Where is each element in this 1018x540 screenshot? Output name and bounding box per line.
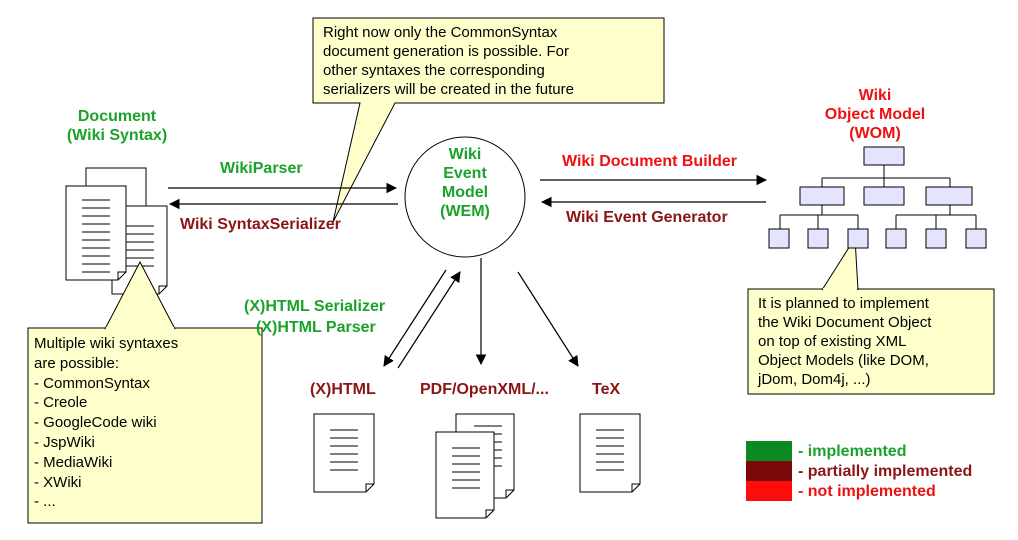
wiki-parser-label: WikiParser	[220, 160, 303, 177]
document-title-line1: Document	[77, 108, 157, 125]
document-title: Document (Wiki Syntax)	[52, 107, 182, 145]
legend-not-implemented-label: - not implemented	[798, 483, 936, 500]
legend-partially-swatch	[746, 461, 792, 481]
xhtml-serializer-label: (X)HTML Serializer	[244, 298, 386, 315]
callout-left-line: - Creole	[34, 394, 88, 412]
legend-partially-label: - partially implemented	[798, 463, 973, 480]
callout-right-line: the Wiki Document Object	[758, 314, 932, 331]
callout-top-text: Right now only the CommonSyntax document…	[323, 23, 574, 99]
wom-tree-icon	[768, 146, 987, 249]
wem-circle	[404, 136, 526, 258]
callout-right-line: jDom, Dom4j, ...)	[758, 371, 871, 388]
tex-document-icon	[579, 413, 641, 493]
wem-label-line4: (WEM)	[440, 203, 490, 220]
wom-title-line3: (WOM)	[849, 125, 901, 142]
event-generator-label: Wiki Event Generator	[566, 209, 728, 226]
callout-right-text: It is planned to implement the Wiki Docu…	[758, 294, 931, 389]
wem-label: Wiki Event Model (WEM)	[420, 145, 510, 221]
tex-arrow	[517, 271, 579, 367]
callout-top-line: document generation is possible. For	[323, 43, 569, 60]
callout-top-line: serializers will be created in the futur…	[323, 81, 574, 98]
legend-not-implemented-swatch	[746, 481, 792, 501]
xhtml-parser-label: (X)HTML Parser	[256, 319, 376, 336]
wem-label-line2: Event	[443, 165, 487, 182]
wem-label-line1: Wiki	[448, 146, 482, 163]
output-tex-label: TeX	[592, 381, 621, 398]
source-document-stack-icon	[65, 167, 168, 295]
wom-title-line2: Object Model	[824, 106, 926, 123]
wom-title-line1: Wiki	[858, 87, 892, 104]
callout-left-line: - ...	[34, 493, 56, 511]
output-pdf-label: PDF/OpenXML/...	[420, 381, 549, 398]
xhtml-document-icon	[313, 413, 375, 493]
callout-top-line: other syntaxes the corresponding	[323, 62, 545, 79]
document-title-line2: (Wiki Syntax)	[66, 127, 168, 144]
callout-right-line: on top of existing XML	[758, 333, 907, 350]
callout-left-line: are possible:	[34, 354, 120, 372]
callout-right-line: It is planned to implement	[758, 295, 929, 312]
document-builder-label: Wiki Document Builder	[562, 153, 737, 170]
xhtml-serializer-arrow	[383, 269, 447, 367]
pdf-document-stack-icon	[435, 413, 515, 519]
syntax-serializer-label: Wiki SyntaxSerializer	[180, 216, 341, 233]
callout-top-bubble	[312, 17, 665, 223]
callout-left-bubble	[27, 260, 263, 524]
callout-left-line: - GoogleCode wiki	[34, 414, 157, 432]
wom-title: Wiki Object Model (WOM)	[810, 86, 940, 143]
callout-top-line: Right now only the CommonSyntax	[323, 24, 558, 41]
callout-left-line: - JspWiki	[34, 433, 95, 451]
legend-implemented-label: - implemented	[798, 443, 907, 460]
callout-left-line: - MediaWiki	[34, 453, 113, 471]
xhtml-parser-arrow	[397, 271, 461, 369]
wem-label-line3: Model	[441, 184, 489, 201]
legend-implemented-swatch	[746, 441, 792, 461]
callout-left-line: Multiple wiki syntaxes	[34, 335, 179, 352]
output-xhtml-label: (X)HTML	[310, 381, 376, 398]
callout-left-text: Multiple wiki syntaxes are possible: - C…	[34, 334, 178, 512]
callout-left-line: - XWiki	[34, 473, 82, 491]
callout-right-line: Object Models (like DOM,	[758, 352, 929, 369]
callout-left-line: - CommonSyntax	[34, 374, 150, 392]
